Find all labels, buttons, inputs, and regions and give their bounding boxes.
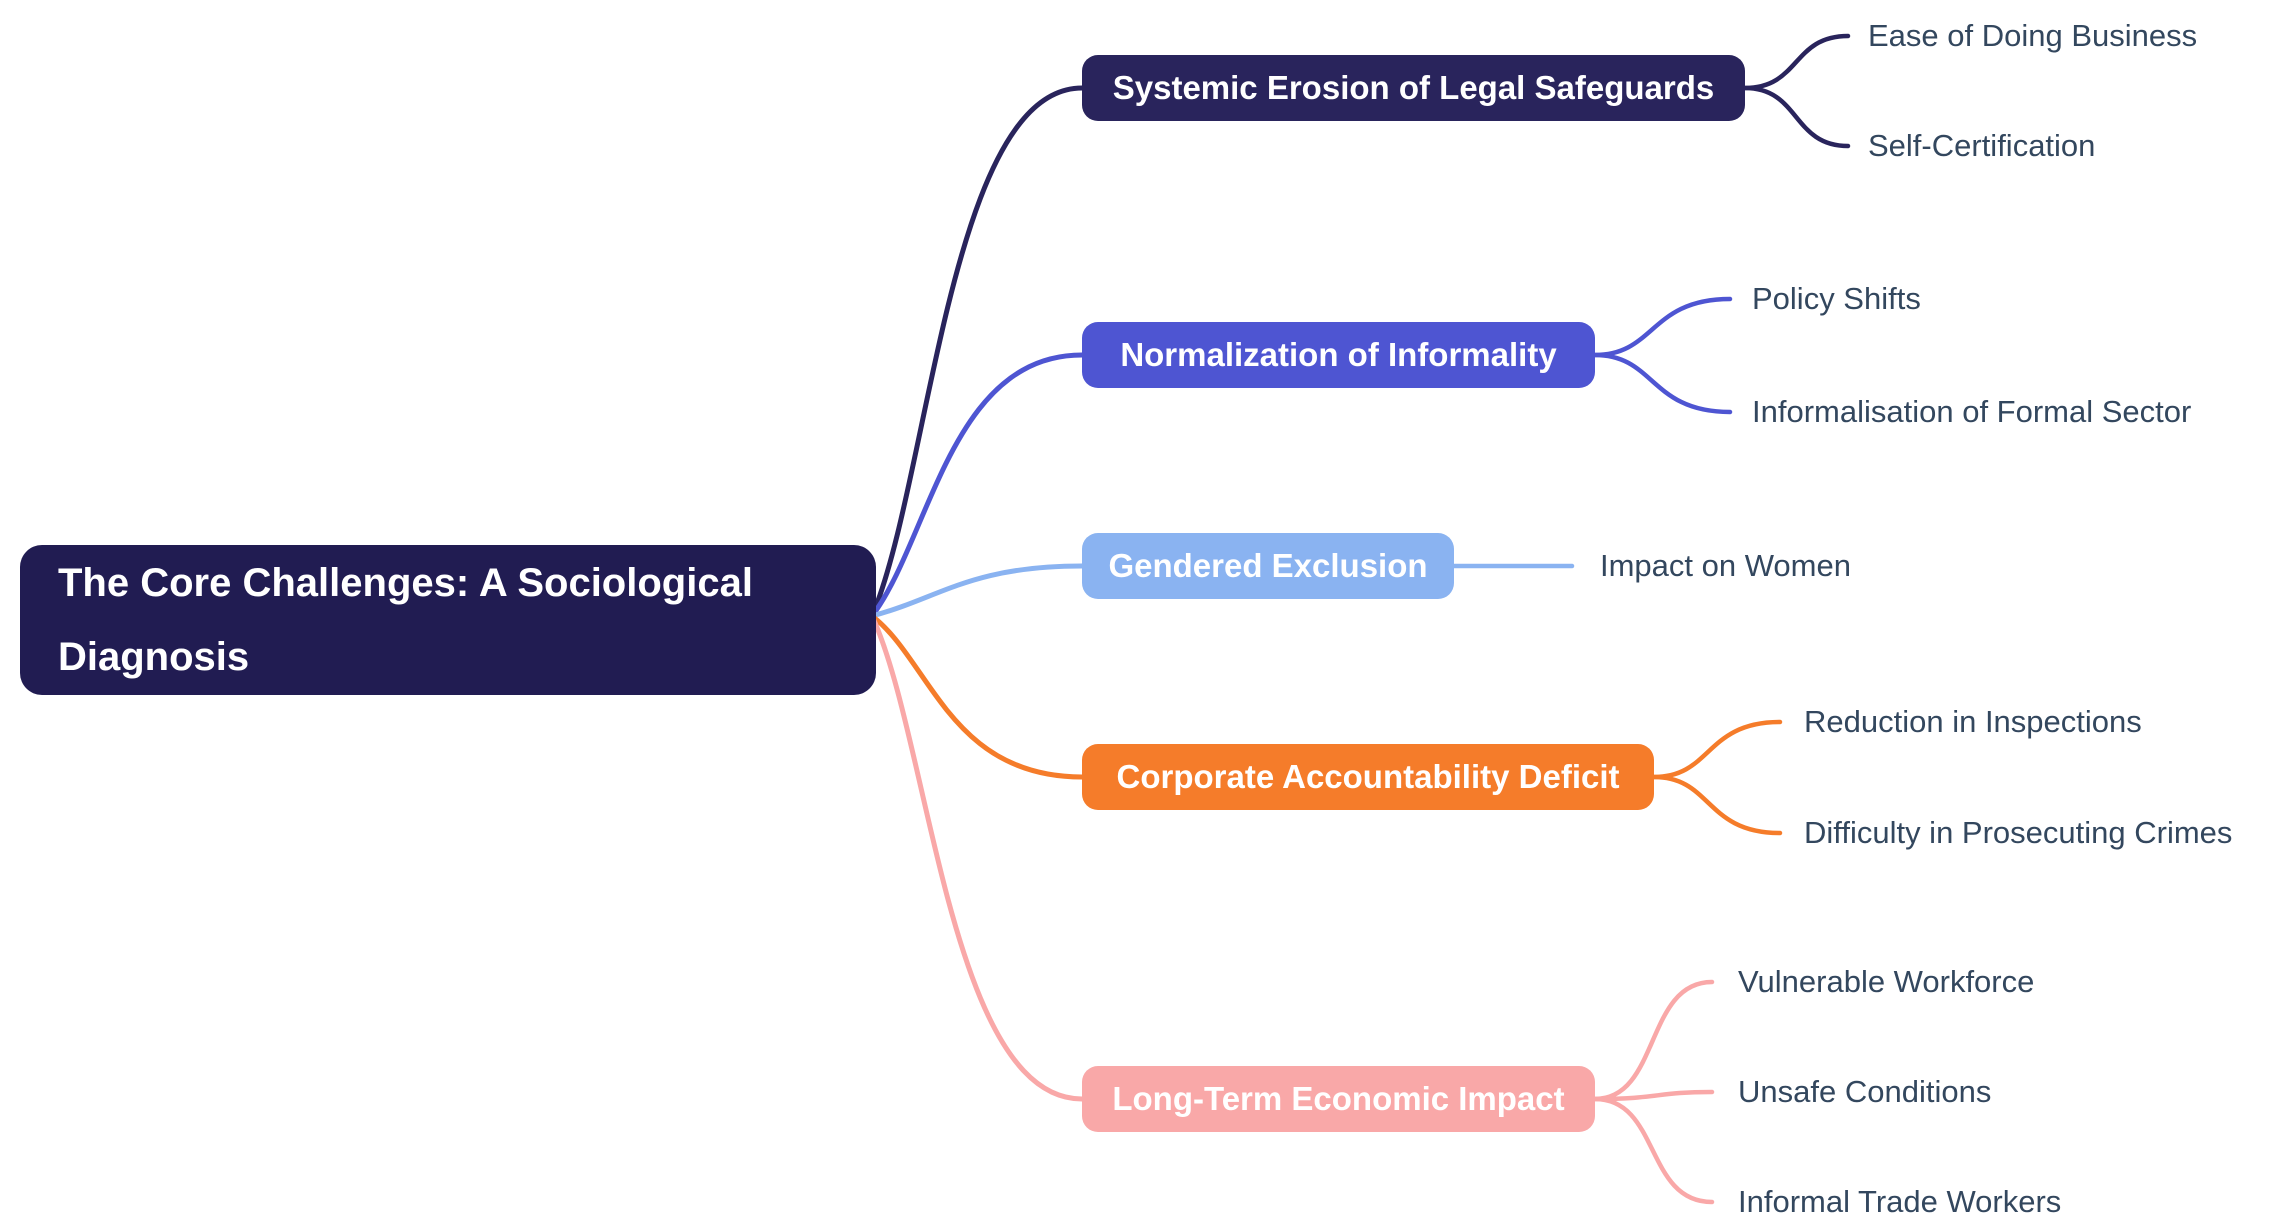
leaf-unsafe-conditions[interactable]: Unsafe Conditions xyxy=(1738,1074,1992,1109)
link-branch1-child1 xyxy=(1742,33,1851,91)
leaf-ease-of-doing-business[interactable]: Ease of Doing Business xyxy=(1868,18,2198,53)
leaf-impact-on-women[interactable]: Impact on Women xyxy=(1600,548,1851,583)
link-branch1-child2 xyxy=(1742,85,1851,149)
link-branch4-child1 xyxy=(1651,719,1783,780)
link-root-branch4 xyxy=(869,613,1085,780)
root-node[interactable]: The Core Challenges: A Sociological Diag… xyxy=(20,545,876,695)
link-root-branch2 xyxy=(869,352,1085,619)
branch-node-systemic-erosion[interactable]: Systemic Erosion of Legal Safeguards xyxy=(1082,55,1745,121)
leaf-difficulty-prosecuting-crimes[interactable]: Difficulty in Prosecuting Crimes xyxy=(1804,815,2233,850)
leaf-policy-shifts[interactable]: Policy Shifts xyxy=(1752,281,1921,316)
branch-node-long-term-impact[interactable]: Long-Term Economic Impact xyxy=(1082,1066,1595,1132)
link-branch2-child1 xyxy=(1592,296,1733,358)
branch-node-corporate-accountability[interactable]: Corporate Accountability Deficit xyxy=(1082,744,1654,810)
leaf-self-certification[interactable]: Self-Certification xyxy=(1868,128,2096,163)
link-branch5-child1 xyxy=(1592,979,1715,1102)
link-branch5-child2 xyxy=(1592,1089,1715,1102)
leaf-informalisation-formal-sector[interactable]: Informalisation of Formal Sector xyxy=(1752,394,2192,429)
link-root-branch5 xyxy=(869,613,1085,1102)
branch-node-normalization-informality[interactable]: Normalization of Informality xyxy=(1082,322,1595,388)
link-branch2-child2 xyxy=(1592,352,1733,415)
branch-node-gendered-exclusion[interactable]: Gendered Exclusion xyxy=(1082,533,1454,599)
link-root-branch3 xyxy=(869,563,1085,619)
link-root-branch1 xyxy=(869,85,1085,619)
leaf-reduction-in-inspections[interactable]: Reduction in Inspections xyxy=(1804,704,2142,739)
link-branch4-child2 xyxy=(1651,774,1783,836)
leaf-informal-trade-workers[interactable]: Informal Trade Workers xyxy=(1738,1184,2062,1219)
leaf-vulnerable-workforce[interactable]: Vulnerable Workforce xyxy=(1738,964,2035,999)
link-branch5-child3 xyxy=(1592,1096,1715,1205)
